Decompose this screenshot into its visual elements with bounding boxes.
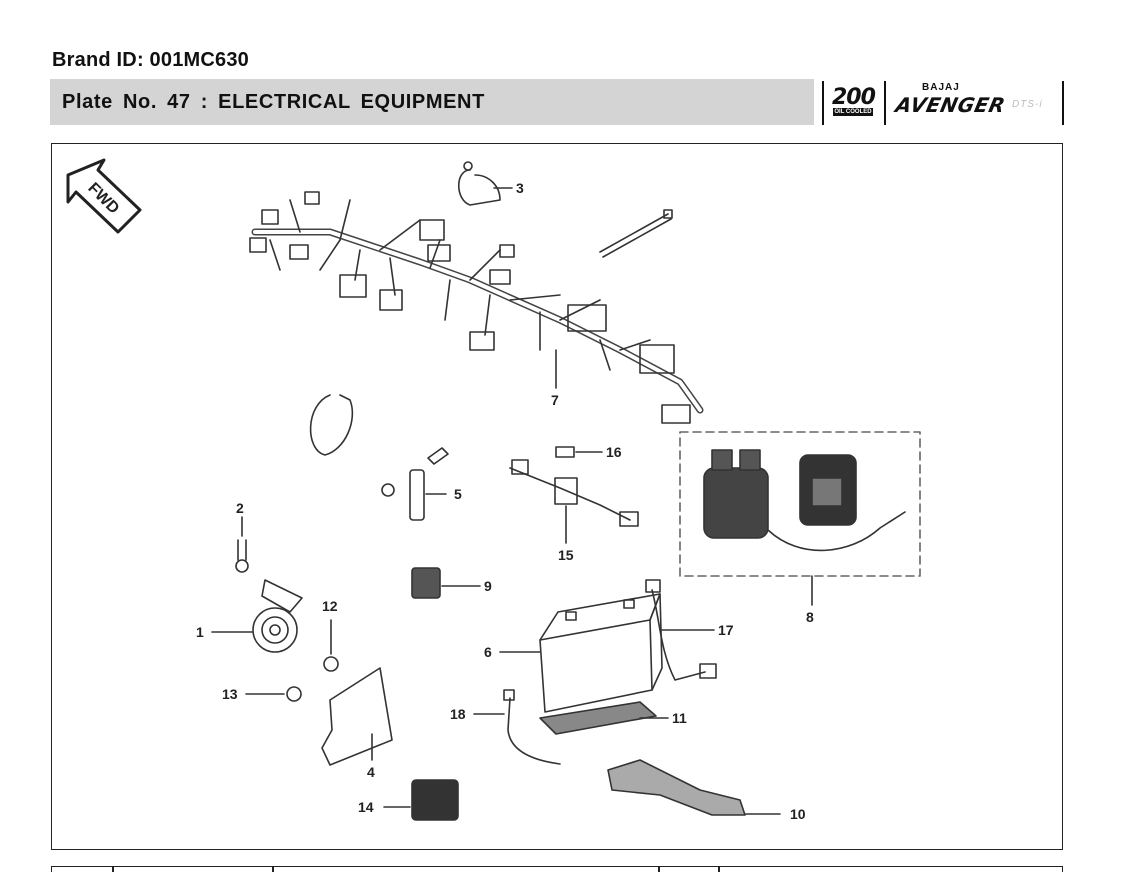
model-logo: 200 OIL COOLED BAJAJ AVENGER DTS-i (822, 79, 1064, 125)
callout-3: 3 (516, 180, 524, 196)
callout-12: 12 (322, 598, 338, 614)
table-column-divider (658, 866, 660, 872)
plate-title-bar (50, 79, 814, 125)
battery (539, 593, 663, 713)
callout-18: 18 (450, 706, 466, 722)
wiring-harness (249, 191, 704, 424)
plate-title: Plate No. 47 : ELECTRICAL EQUIPMENT (62, 91, 485, 113)
callout-6: 6 (484, 644, 492, 660)
callout-2: 2 (236, 500, 244, 516)
table-column-divider (112, 866, 114, 872)
callout-9: 9 (484, 578, 492, 594)
bolt (235, 539, 249, 573)
table-column-divider (272, 866, 274, 872)
logo-maker: BAJAJ (922, 82, 960, 93)
starter-relay (703, 449, 906, 552)
callout-10: 10 (790, 806, 806, 822)
logo-oil-cooled: OIL COOLED (833, 108, 873, 116)
callout-7: 7 (551, 392, 559, 408)
callout-16: 16 (606, 444, 622, 460)
callout-4: 4 (367, 764, 375, 780)
logo-divider (884, 81, 886, 125)
relay (411, 567, 441, 599)
cable-clamp (457, 161, 501, 206)
battery-cable (645, 579, 717, 681)
callout-8: 8 (806, 609, 814, 625)
callout-13: 13 (222, 686, 238, 702)
fuse (555, 446, 575, 458)
logo-divider (1062, 81, 1064, 125)
horn (252, 579, 303, 653)
logo-divider (822, 81, 824, 125)
band-clamp (309, 394, 354, 456)
cable-tie (599, 209, 673, 258)
callout-15: 15 (558, 547, 574, 563)
callout-5: 5 (454, 486, 462, 502)
logo-variant: DTS-i (1012, 99, 1043, 110)
exploded-diagram-frame (51, 143, 1063, 850)
resistor (381, 447, 449, 521)
callout-1: 1 (196, 624, 204, 640)
nut (286, 686, 302, 702)
earth-cable (503, 689, 561, 765)
mounting-bracket (607, 759, 746, 816)
regulator-rectifier (411, 779, 459, 821)
logo-engine-cc: 200 (832, 85, 876, 110)
callout-11: 11 (672, 710, 687, 726)
fuse-box (509, 459, 639, 527)
washer (323, 656, 339, 672)
callout-17: 17 (718, 622, 734, 638)
fwd-arrow-icon (66, 158, 142, 234)
parts-table-header (51, 866, 1063, 872)
cover-plate (321, 667, 393, 766)
callout-14: 14 (358, 799, 374, 815)
battery-pad (539, 701, 657, 735)
brand-id: Brand ID: 001MC630 (52, 49, 249, 71)
table-column-divider (718, 866, 720, 872)
